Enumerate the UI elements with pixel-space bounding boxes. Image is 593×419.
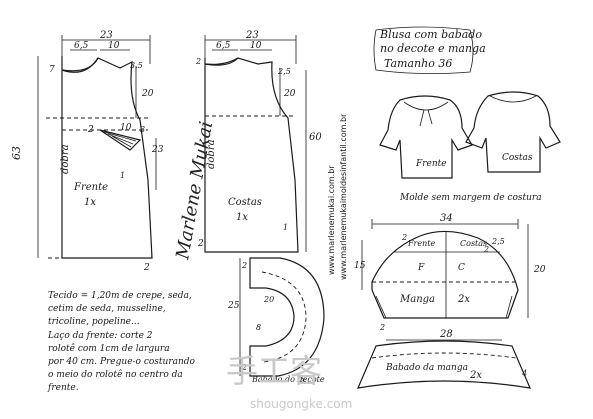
back-length-label: 60 — [309, 132, 322, 143]
front-armhole-label: 20 — [141, 89, 154, 99]
collar-ruffle-seam — [261, 271, 307, 363]
collar-ruffle-qty: 1x — [296, 375, 306, 384]
notes-line-8: frente. — [47, 383, 79, 393]
back-shoulder-drop-label: 2,5 — [277, 67, 291, 76]
notes-line-4: Laço da frente: corte 2 — [47, 331, 153, 341]
back-armhole-label: 20 — [283, 89, 296, 99]
designer-signature: Marlene Mukai — [172, 120, 217, 262]
front-neck-label: 6,5 — [74, 41, 89, 51]
front-fold-label: dobra — [60, 144, 71, 174]
sleeve-ruffle-pattern: 28 Babado da manga 2x 4 — [357, 329, 531, 389]
sleeve-ruffle-qty: 2x — [469, 370, 482, 381]
title-line-3: Tamanho 36 — [384, 57, 452, 70]
front-width-label: 23 — [99, 30, 113, 41]
notes-line-7: o meio do rolotê no centro da — [48, 369, 183, 380]
front-shoulder-drop-label: 3,5 — [130, 61, 143, 70]
sleeve-ruffle-outline — [357, 340, 531, 389]
title-line-1: Blusa com babado — [379, 28, 482, 41]
collar-dim-d: 8 — [256, 323, 261, 332]
sleeve-ruffle-width-label: 28 — [439, 329, 453, 340]
notes-line-5: rolotê com 1cm de largura — [48, 343, 170, 354]
watermark-logo-text: 手工客 — [226, 352, 322, 390]
notes-block: Tecido = 1,20m de crepe, seda, cetim de … — [47, 291, 196, 393]
back-shoulder-label: 10 — [250, 41, 262, 51]
title-block: Blusa com babado no decote e manga Taman… — [373, 26, 486, 74]
back-qty: 1x — [236, 212, 248, 223]
front-outline — [61, 56, 153, 259]
front-length-label: 63 — [10, 146, 23, 160]
collar-ruffle-pattern: 2 25 20 8 2 Babado do decote 1x — [227, 257, 325, 384]
back-outline — [204, 57, 299, 253]
sleeve-front-label: Frente — [407, 239, 435, 248]
front-hem: 2 — [143, 263, 150, 273]
illustration-back-label: Costas — [502, 153, 533, 163]
front-dart-d: 3 — [140, 125, 145, 134]
notes-line-2: cetim de seda, musseline, — [48, 304, 166, 314]
front-bow-sketch — [419, 109, 433, 127]
website-line-2: www.marlenemukaimoldesinfantil.com.br — [339, 113, 348, 280]
back-blouse-sketch — [465, 91, 561, 173]
back-bodice: 23 6,5 10 2 2,5 20 60 dobra Costas 1x 2 … — [195, 30, 322, 253]
collar-dim-e: 2 — [241, 363, 247, 372]
notes-line-1: Tecido = 1,20m de crepe, seda, — [48, 291, 192, 301]
website-line-1: www.marlenemukai.com.br — [327, 165, 336, 275]
collar-ruffle-outline — [249, 257, 325, 377]
back-mark: 1 — [283, 223, 288, 232]
sleeve-f-label: F — [417, 263, 425, 273]
back-neck-label: 6,5 — [216, 41, 231, 51]
back-neck-drop-label: 2 — [195, 57, 201, 66]
front-dart-c: 23 — [151, 145, 164, 155]
blouse-illustration: Frente Costas Molde sem margem de costur… — [379, 91, 561, 203]
sleeve-width-label: 34 — [440, 213, 453, 224]
illustration-front-label: Frente — [415, 159, 447, 169]
sleeve-height-label: 15 — [354, 261, 366, 271]
back-width-label: 23 — [245, 30, 259, 41]
back-neckline — [204, 57, 239, 66]
sleeve-ruffle-side: 4 — [521, 369, 527, 378]
collar-ruffle-name: Babado do decote — [251, 375, 325, 384]
sleeve-mark-2a: 2 — [401, 233, 407, 242]
front-dart-hatch — [103, 131, 137, 148]
notes-line-3: tricoline, popeline... — [48, 317, 140, 327]
collar-dim-b: 25 — [227, 301, 240, 311]
notes-line-6: por 40 cm. Pregue-o costurando — [48, 357, 196, 367]
sleeve-name: Manga — [399, 294, 435, 305]
back-name: Costas — [228, 197, 262, 208]
back-collar-ruffle-sketch — [489, 95, 537, 103]
sleeve-ruffle-seam — [371, 352, 517, 359]
sleeve-total-height-label: 20 — [533, 265, 546, 275]
back-fold-label: dobra — [206, 139, 217, 169]
front-collar-ruffle-sketch — [403, 101, 449, 111]
front-shoulder-label: 10 — [108, 41, 120, 51]
sleeve-mark-2b: 2 — [483, 245, 489, 254]
collar-dim-a: 2 — [241, 261, 247, 270]
sleeve-mark-25: 2,5 — [491, 237, 505, 246]
front-dart — [99, 129, 142, 151]
back-hem: 2 — [197, 239, 204, 249]
front-neck-drop-label: 7 — [49, 65, 55, 75]
front-dart-a: 2 — [87, 125, 94, 135]
front-qty: 1x — [84, 197, 96, 208]
front-mark: 1 — [120, 171, 125, 180]
sleeve-back-label: Costas — [460, 239, 487, 248]
sleeve-pattern: 34 Frente Costas 2 2 2,5 15 20 F C Manga… — [354, 213, 546, 332]
front-bodice: 23 6,5 10 7 3,5 20 63 2 10 23 3 dobra Fr… — [10, 30, 164, 273]
sleeve-ruffle-name: Babado da manga — [385, 363, 468, 373]
front-blouse-sketch — [379, 95, 473, 179]
title-frame — [373, 26, 474, 74]
front-neckline — [61, 57, 99, 72]
collar-dim-c: 20 — [263, 295, 274, 304]
front-dart-b: 10 — [120, 123, 132, 133]
sleeve-cap — [371, 230, 519, 291]
watermark-url: shougongke.com — [250, 397, 352, 411]
sleeve-body — [371, 289, 519, 319]
illustration-caption: Molde sem margem de costura — [399, 193, 542, 203]
sleeve-side-mark: 2 — [379, 323, 385, 332]
sleeve-qty: 2x — [457, 294, 470, 305]
front-name: Frente — [73, 182, 108, 193]
title-line-2: no decote e manga — [380, 42, 486, 55]
sleeve-c-label: C — [458, 263, 465, 273]
